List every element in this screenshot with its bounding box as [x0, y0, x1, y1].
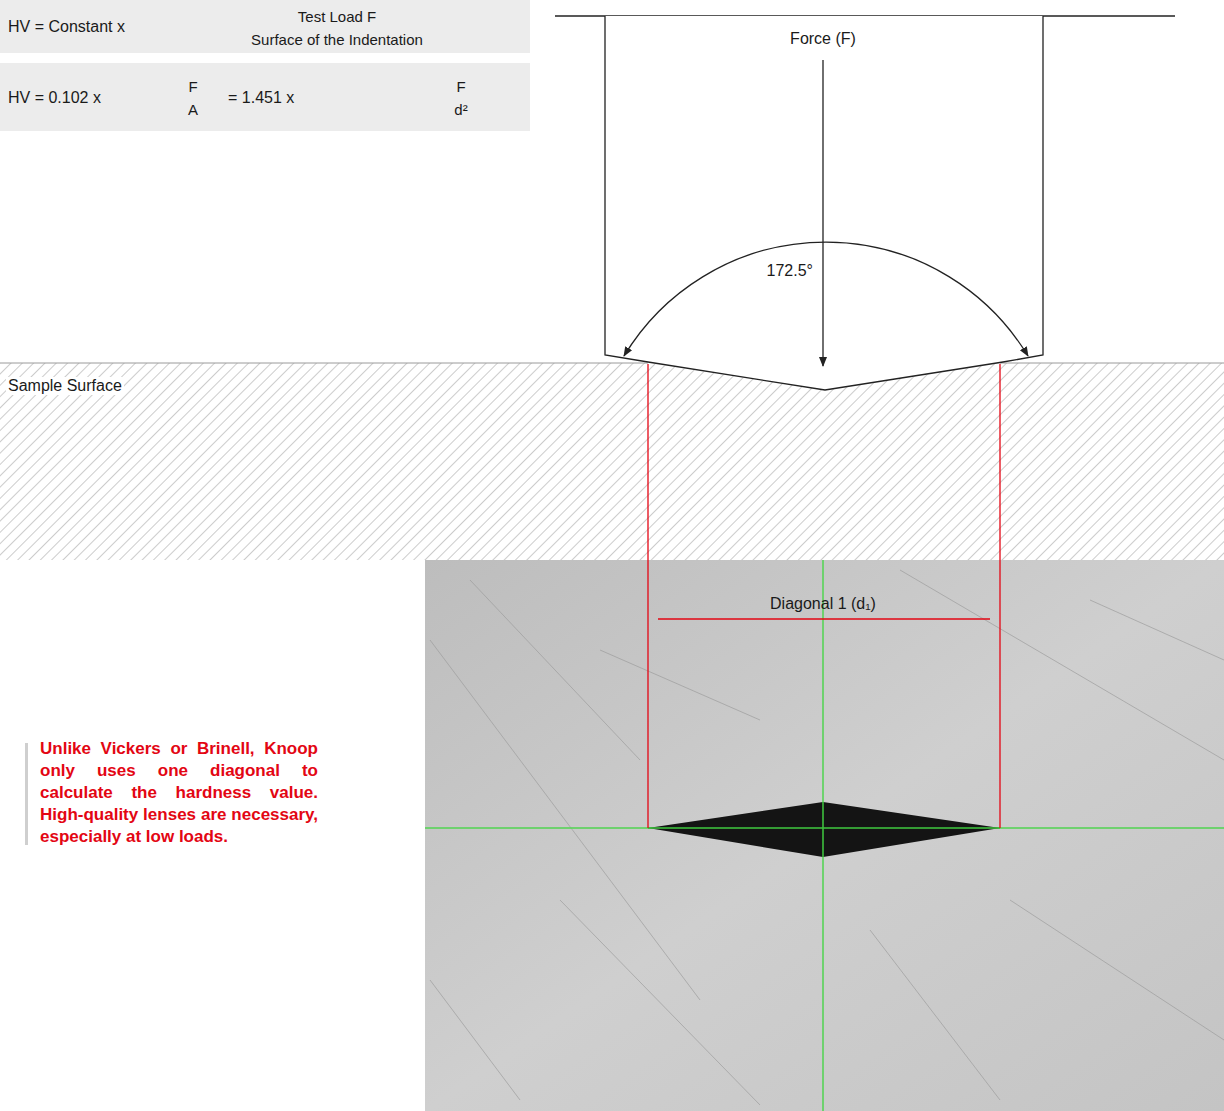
surface-line: [0, 363, 648, 364]
sample-region: Sample Surface: [0, 363, 425, 560]
note-bar: [25, 743, 28, 845]
formula-box: HV = 0.102 xFA= 1.451 xFd²: [0, 63, 530, 131]
sample-hatch: [0, 363, 1224, 560]
crosshair: [425, 827, 1224, 829]
force-arrow: [822, 60, 823, 366]
node-text: Force (F): [790, 30, 856, 48]
node-text: A: [188, 101, 198, 118]
node-text: HV = 0.102 x: [8, 89, 101, 107]
formula-box: HV = Constant x Test Load F Surface of the…: [0, 0, 530, 53]
node-text: d²: [454, 101, 467, 118]
scratches: [430, 570, 1224, 1105]
node-text: F: [188, 78, 197, 95]
projection-line: [647, 364, 648, 828]
node-text: HV = Constant x: [8, 18, 125, 36]
node-text: Test Load F: [298, 8, 376, 25]
micrograph-panel: Diagonal 1 (d₁): [425, 560, 1224, 1111]
knoop-indentation: [648, 802, 1000, 857]
angle-arc: [624, 242, 1028, 356]
node-text: 172.5°: [767, 262, 813, 280]
surface-line: [1000, 363, 1224, 364]
indenter-body: [605, 16, 1043, 390]
node-text: Sample Surface: [6, 377, 124, 395]
crosshair: [822, 560, 824, 1111]
node-text: Diagonal 1 (d₁): [770, 595, 876, 613]
projection-line: [999, 364, 1000, 828]
node-text: Surface of the Indentation: [251, 31, 423, 48]
crosshair: [822, 802, 824, 857]
node-text: = 1.451 x: [228, 89, 294, 107]
diagonal-line: [658, 618, 990, 619]
micrograph: [425, 560, 1224, 1111]
node-text: F: [456, 78, 465, 95]
indenter: Force (F) 172.5°: [555, 0, 1175, 360]
note-text: Unlike Vickers or Brinell, Knoop only us…: [40, 738, 318, 848]
